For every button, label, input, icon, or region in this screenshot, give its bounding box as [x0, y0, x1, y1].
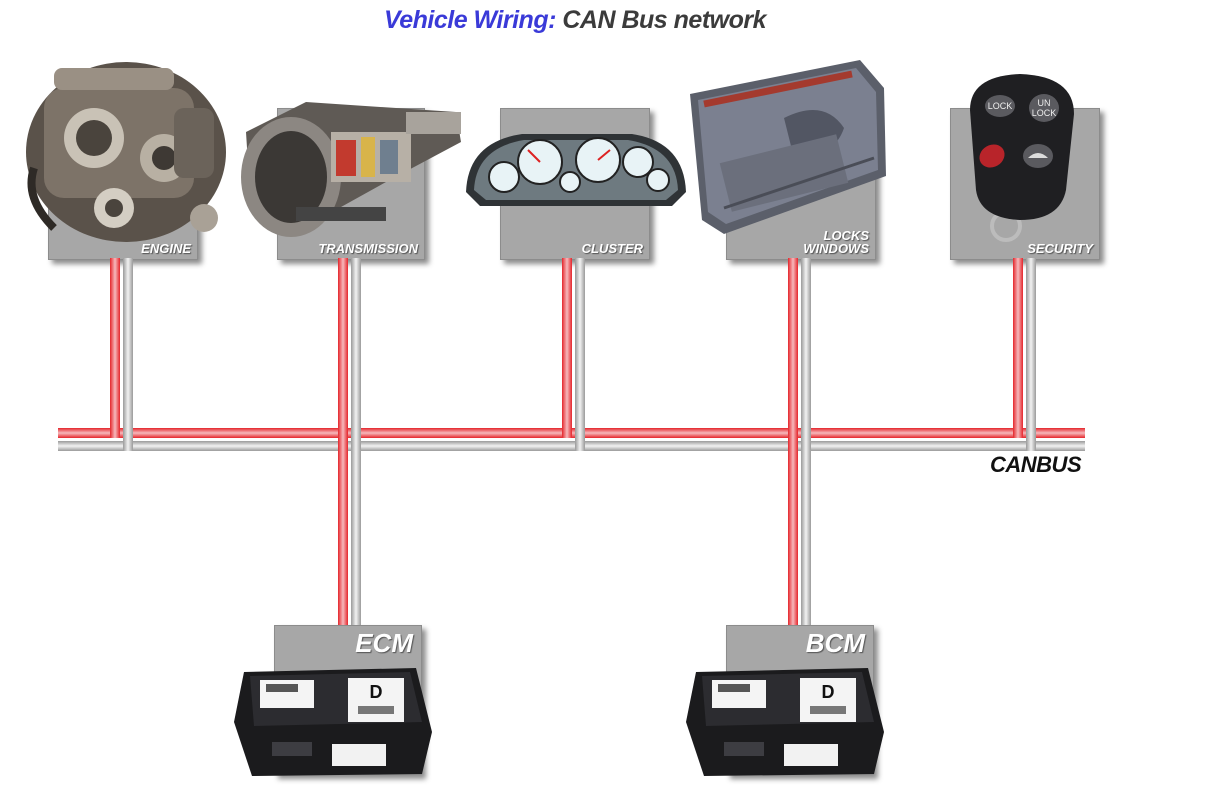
locks-label: LOCKS — [823, 228, 870, 243]
bcm-module-letter: D — [822, 682, 835, 702]
canbus-label: CANBUS — [990, 452, 1082, 477]
node-transmission-label: TRANSMISSION — [318, 241, 418, 256]
door-panel-icon — [690, 60, 886, 234]
ecm-module-letter: D — [370, 682, 383, 702]
instrument-cluster-icon — [466, 134, 686, 206]
drop-locks-windows — [788, 258, 811, 625]
node-locks-windows-label: LOCKS WINDOWS — [803, 229, 869, 255]
engine-icon — [26, 62, 226, 242]
module-ecm-label: ECM — [355, 628, 413, 658]
drop-engine — [110, 258, 133, 451]
module-bcm-label: BCM — [805, 628, 865, 658]
key-fob-icon: LOCK UN LOCK — [970, 74, 1074, 242]
unlock-button-text-line1: UN — [1038, 98, 1051, 108]
drop-security — [1013, 258, 1036, 451]
transmission-icon — [241, 102, 461, 237]
node-cluster-label: CLUSTER — [581, 241, 643, 256]
node-security-label: SECURITY — [1027, 241, 1093, 256]
diagram-title: Vehicle Wiring: CAN Bus network — [0, 6, 1150, 35]
node-engine-label: ENGINE — [141, 241, 191, 256]
unlock-button-text-line2: LOCK — [1032, 108, 1057, 118]
lock-button-text: LOCK — [988, 101, 1013, 111]
title-part1: Vehicle Wiring: — [383, 6, 556, 34]
drop-cluster — [562, 258, 585, 451]
bus-wire-gray — [58, 441, 1085, 451]
bcm-module-icon: D — [686, 668, 884, 776]
drop-transmission — [338, 258, 361, 625]
title-part2: CAN Bus network — [555, 6, 767, 34]
ecm-module-icon: D — [234, 668, 432, 776]
windows-label: WINDOWS — [803, 241, 869, 256]
